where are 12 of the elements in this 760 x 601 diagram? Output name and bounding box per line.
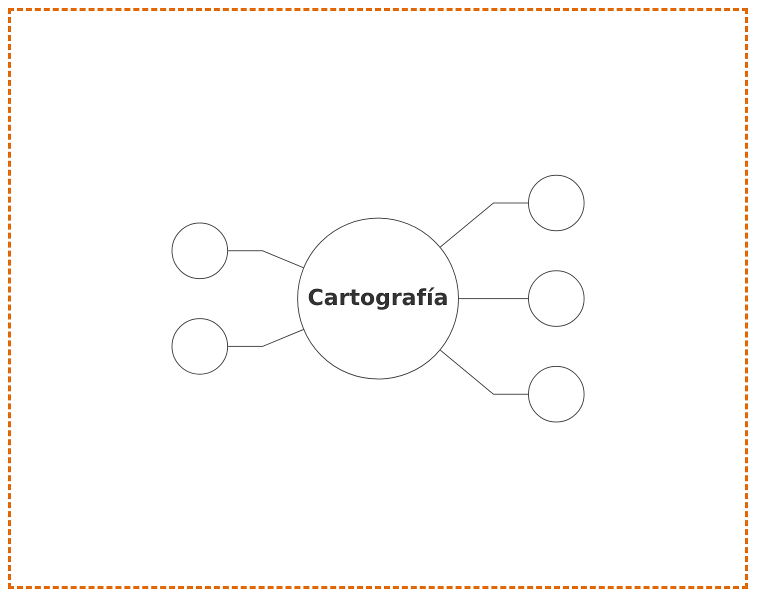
node-circle: [528, 366, 585, 422]
connector: [227, 328, 304, 347]
connector: [227, 250, 304, 268]
dashed-frame: Cartografía: [8, 8, 748, 589]
node-circle: [528, 174, 585, 232]
node-circle: [297, 218, 459, 380]
node-circle: [528, 270, 585, 327]
node-circle: [171, 318, 228, 375]
node-circle: [171, 222, 228, 279]
connector: [439, 349, 529, 395]
connector: [439, 202, 529, 248]
connector: [458, 298, 529, 299]
